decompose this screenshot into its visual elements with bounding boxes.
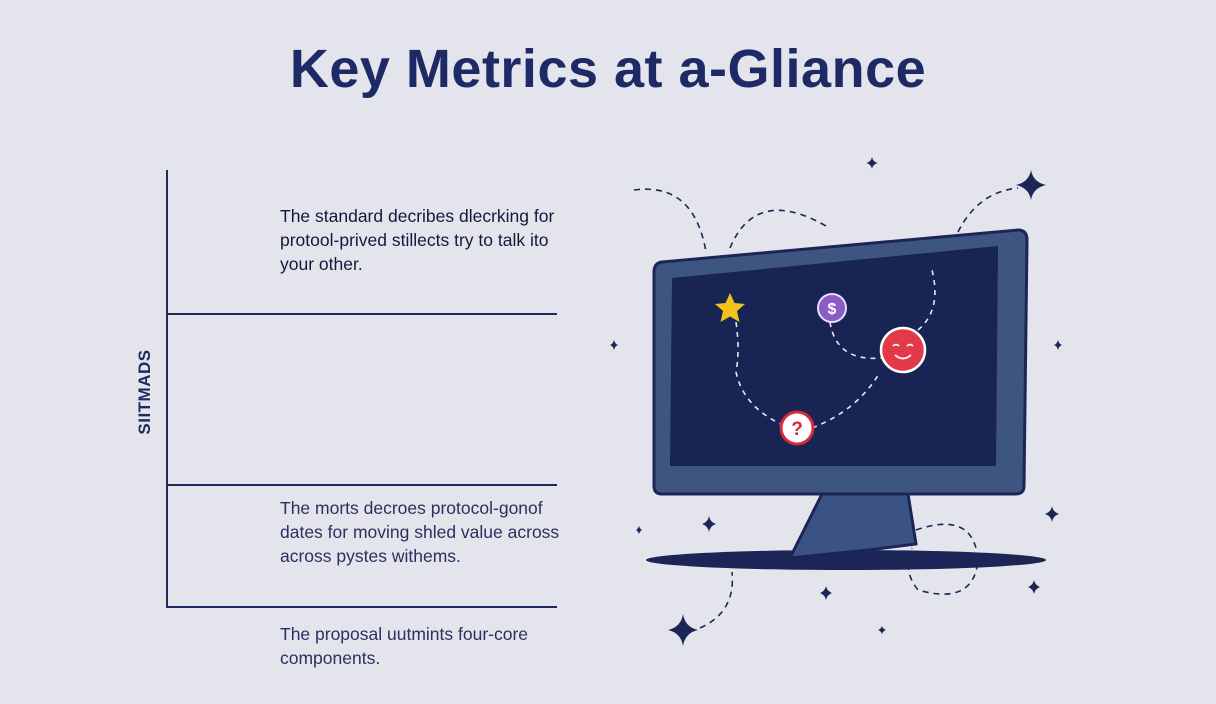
vertical-side-label: SIITMADS xyxy=(135,349,154,435)
monitor-base-shadow xyxy=(646,550,1046,570)
text-block-1: The standard decribes dlecrking for prot… xyxy=(280,206,555,274)
divider-line-3 xyxy=(166,606,557,608)
monitor-stand xyxy=(787,492,918,560)
text-block-2: The morts decroes protocol-gonof dates f… xyxy=(280,498,560,566)
text-block-3: The proposal uutmints four-core componen… xyxy=(280,624,529,668)
dashed-path-coin-smiley xyxy=(829,321,883,360)
dashed-arc-left xyxy=(633,188,707,253)
monitor-screen xyxy=(670,246,998,466)
question-mark-icon: ? xyxy=(779,410,815,446)
dollar-coin-icon: $ xyxy=(817,293,847,323)
vertical-axis-line xyxy=(166,170,168,608)
dashed-loop-bottom-right xyxy=(907,523,979,595)
question-symbol: ? xyxy=(791,419,803,440)
dashed-path-star-question xyxy=(735,321,791,429)
dashed-path-question-smiley xyxy=(811,371,881,429)
divider-line-2 xyxy=(166,484,557,486)
page-title: Key Metrics at a-Gliance xyxy=(289,39,927,99)
dashed-arc-right xyxy=(957,187,1019,233)
dollar-symbol: $ xyxy=(828,301,837,318)
smiley-face-icon xyxy=(879,326,927,374)
dashed-arc-middle xyxy=(729,209,827,249)
star-icon xyxy=(715,293,745,322)
dashed-arc-bottom-left xyxy=(699,571,734,629)
sparkle-icon xyxy=(610,157,1062,646)
divider-line-1 xyxy=(166,313,557,315)
monitor-illustration: $ ? xyxy=(610,157,1062,646)
